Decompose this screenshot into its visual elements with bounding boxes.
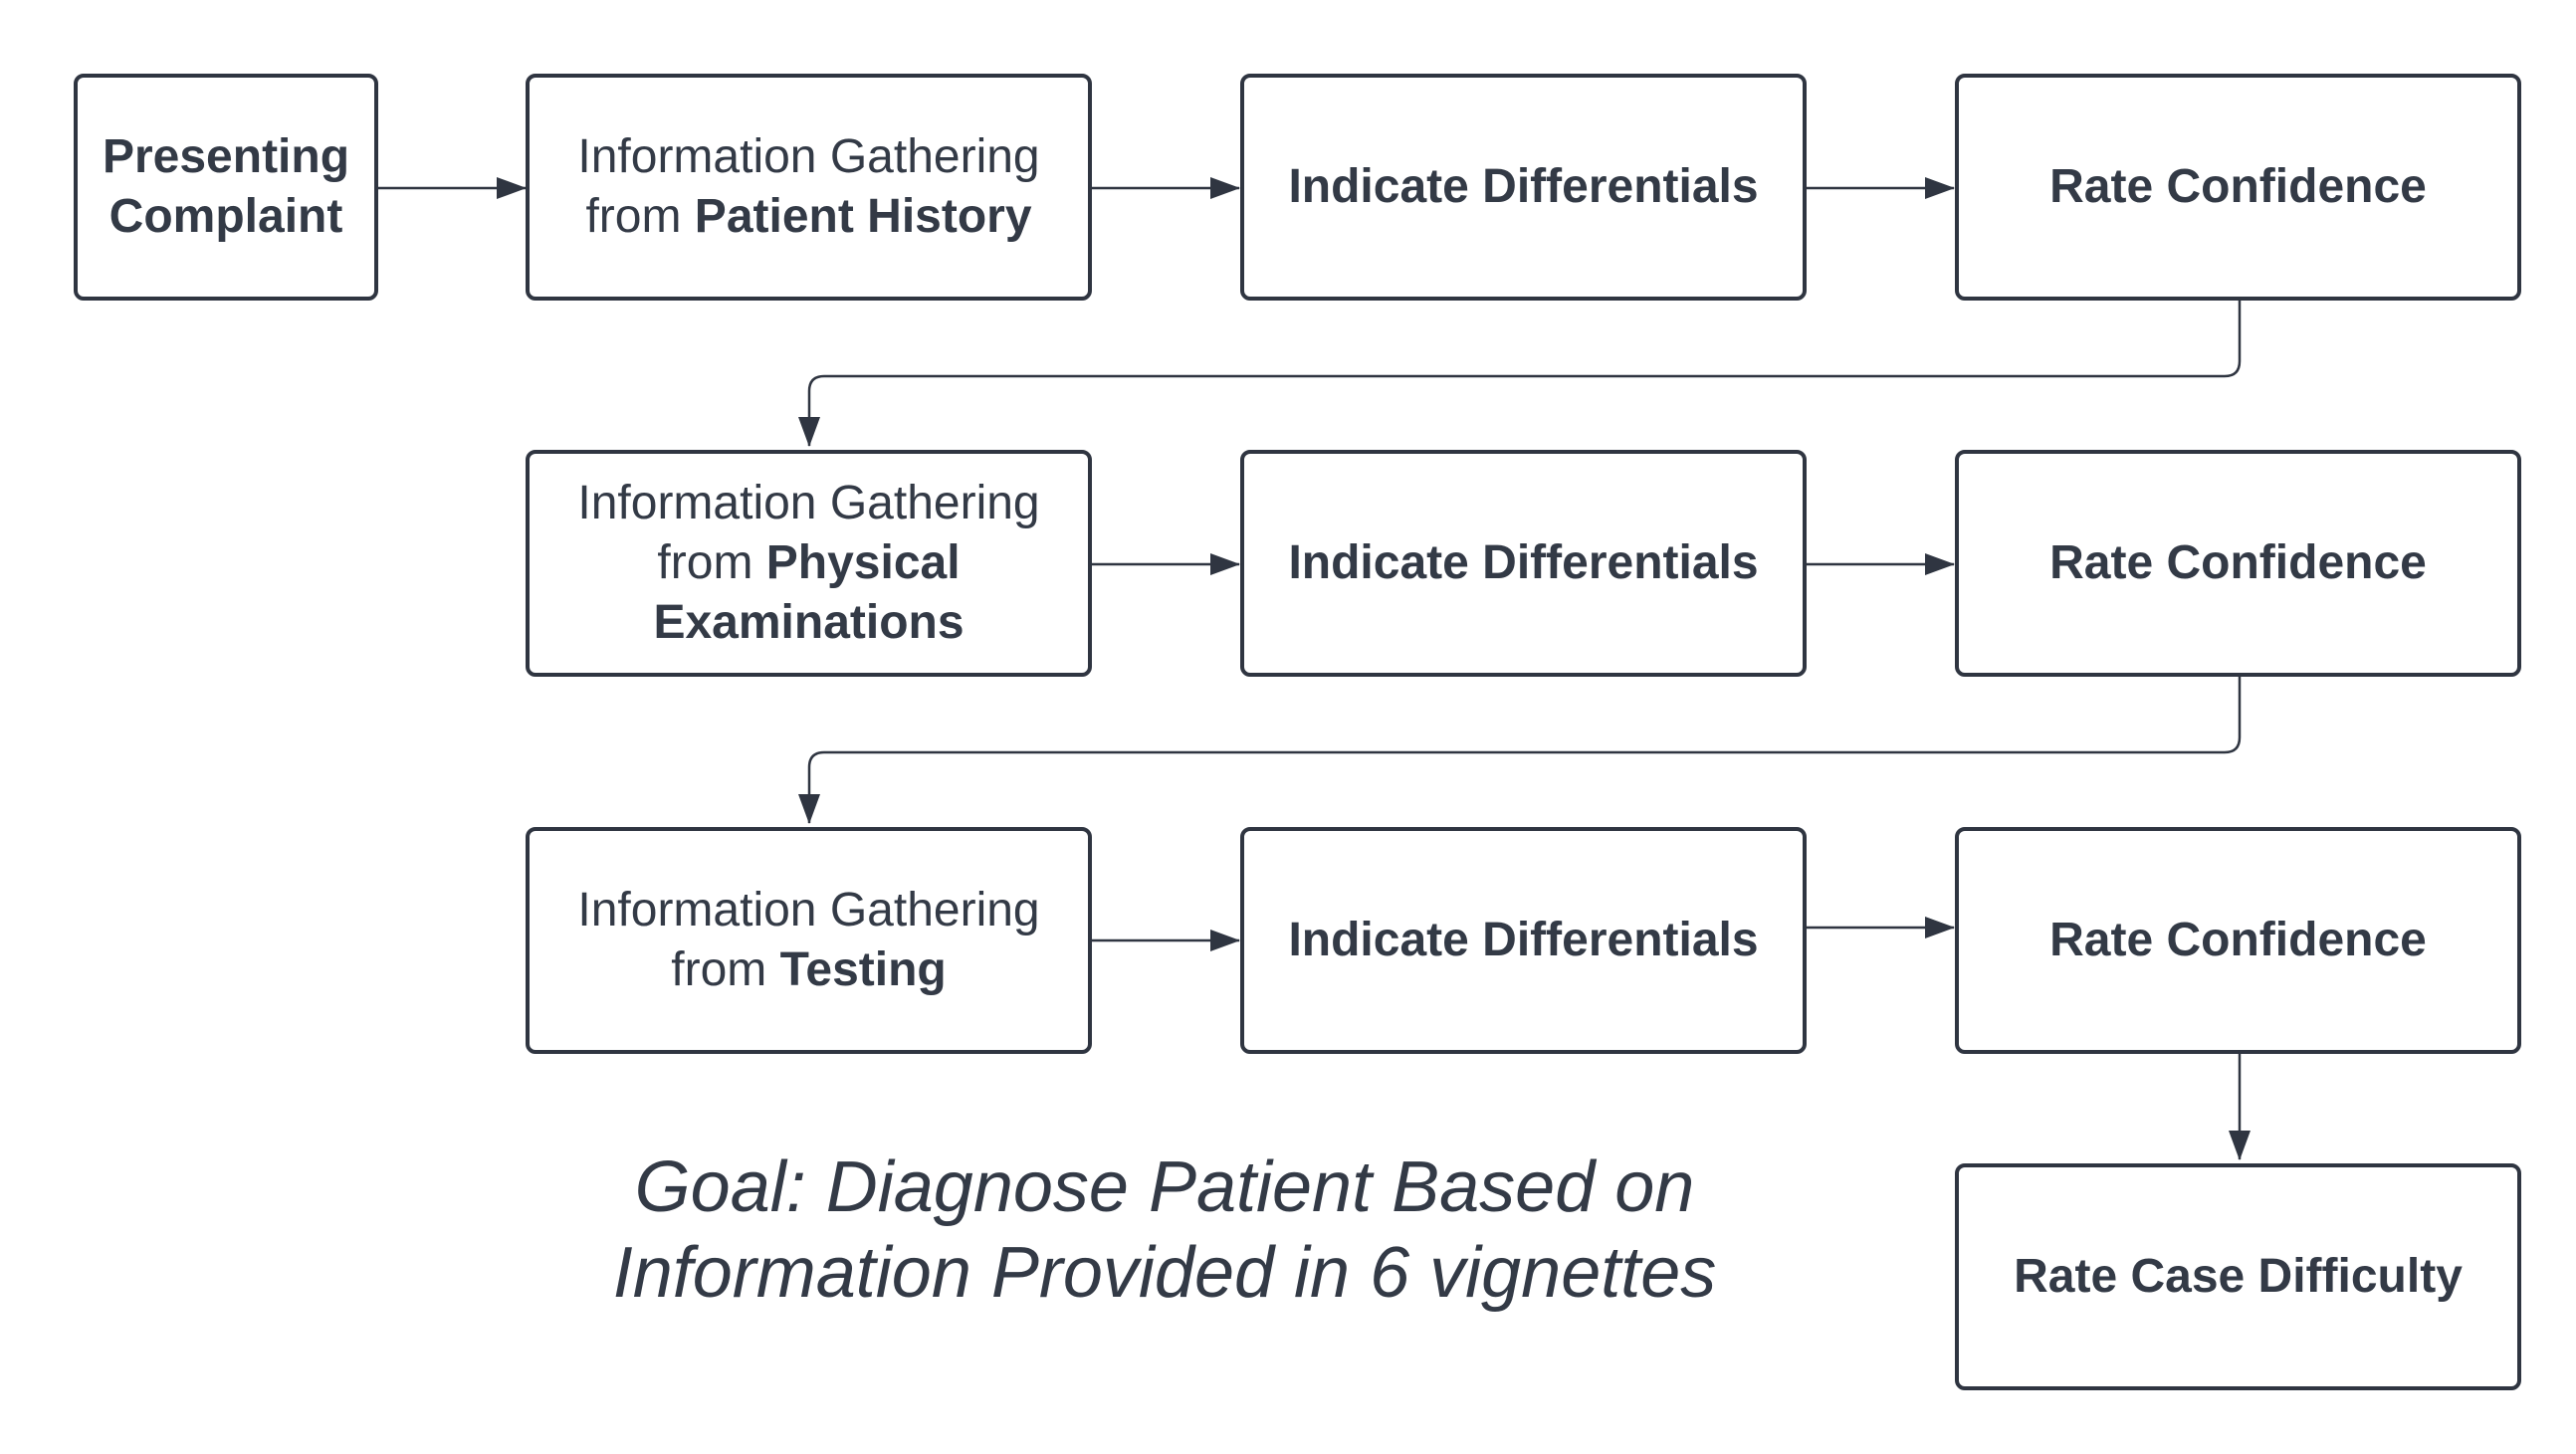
info-gathering-history-prefix: Information Gathering from — [577, 130, 1040, 243]
info-gathering-testing-bold: Testing — [779, 943, 947, 996]
rate-confidence-label-2: Rate Confidence — [2049, 536, 2427, 589]
indicate-differentials-box-1: Indicate Differentials — [1240, 74, 1807, 301]
info-gathering-testing-label: Information Gathering from Testing — [560, 881, 1058, 1000]
arrow-confidence-2-to-testing — [798, 677, 2242, 824]
indicate-differentials-label-2: Indicate Differentials — [1288, 536, 1759, 589]
info-gathering-testing-prefix: Information Gathering from — [577, 884, 1040, 996]
indicate-differentials-box-2: Indicate Differentials — [1240, 450, 1807, 677]
goal-line-2: Information Provided in 6 vignettes — [612, 1233, 1717, 1313]
indicate-differentials-box-3: Indicate Differentials — [1240, 827, 1807, 1054]
goal-statement: Goal: Diagnose Patient Based on Informat… — [518, 1144, 1812, 1316]
rate-confidence-box-2: Rate Confidence — [1955, 450, 2521, 677]
indicate-differentials-label-3: Indicate Differentials — [1288, 914, 1759, 966]
goal-line-1: Goal: Diagnose Patient Based on — [634, 1147, 1695, 1227]
info-gathering-history-box: Information Gathering from Patient Histo… — [526, 74, 1092, 301]
presenting-complaint-box: Presenting Complaint — [74, 74, 378, 301]
info-gathering-physical-prefix: Information Gathering from — [577, 477, 1040, 589]
info-gathering-testing-box: Information Gathering from Testing — [526, 827, 1092, 1054]
rate-confidence-box-3: Rate Confidence — [1955, 827, 2521, 1054]
info-gathering-physical-box: Information Gathering from Physical Exam… — [526, 450, 1092, 677]
presenting-complaint-label: Presenting Complaint — [102, 130, 350, 243]
arrow-confidence-1-to-physical — [798, 301, 2242, 447]
rate-confidence-label-1: Rate Confidence — [2049, 160, 2427, 213]
rate-confidence-label-3: Rate Confidence — [2049, 914, 2427, 966]
info-gathering-physical-bold: Physical Examinations — [653, 536, 965, 649]
rate-case-difficulty-label: Rate Case Difficulty — [2014, 1250, 2463, 1303]
info-gathering-history-bold: Patient History — [694, 190, 1032, 243]
rate-confidence-box-1: Rate Confidence — [1955, 74, 2521, 301]
rate-case-difficulty-box: Rate Case Difficulty — [1955, 1163, 2521, 1390]
indicate-differentials-label-1: Indicate Differentials — [1288, 160, 1759, 213]
info-gathering-history-label: Information Gathering from Patient Histo… — [560, 127, 1058, 247]
info-gathering-physical-label: Information Gathering from Physical Exam… — [560, 474, 1058, 653]
